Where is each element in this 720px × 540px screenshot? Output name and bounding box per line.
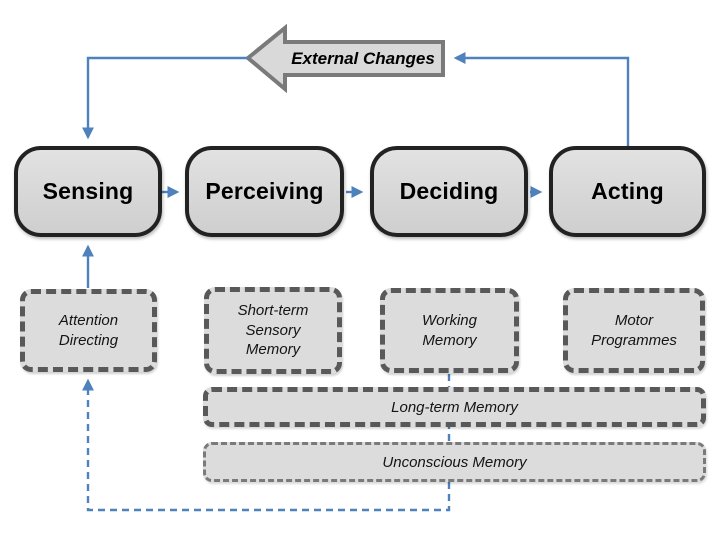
memory-long-term-label: Long-term Memory — [391, 398, 518, 416]
connector-acting-to-external — [453, 52, 630, 146]
connector-external-to-sensing — [82, 56, 248, 140]
resource-short-term-sensory-memory: Short-term Sensory Memory — [204, 287, 342, 374]
stage-perceiving: Perceiving — [185, 146, 344, 237]
memory-unconscious: Unconscious Memory — [203, 442, 706, 482]
memory-long-term: Long-term Memory — [203, 387, 706, 427]
external-changes-label: External Changes — [291, 48, 435, 68]
stage-sensing-label: Sensing — [42, 178, 134, 204]
stage-deciding-label: Deciding — [399, 178, 499, 204]
resource-working-memory: Working Memory — [380, 288, 519, 373]
connector-memory-to-attention-dashed — [82, 374, 451, 512]
stage-acting-label: Acting — [591, 178, 664, 204]
stage-sensing: Sensing — [14, 146, 162, 237]
stage-acting: Acting — [549, 146, 706, 237]
resource-attention-directing: Attention Directing — [20, 289, 157, 372]
resource-working-memory-label: Working Memory — [421, 311, 477, 349]
memory-unconscious-label: Unconscious Memory — [382, 453, 527, 471]
stage-deciding: Deciding — [370, 146, 528, 237]
resource-attention-directing-label: Attention Directing — [58, 311, 119, 349]
stage-perceiving-label: Perceiving — [205, 178, 324, 204]
external-changes-block-arrow — [244, 23, 445, 94]
resource-motor-programmes: Motor Programmes — [563, 288, 705, 373]
resource-short-term-sensory-memory-label: Short-term Sensory Memory — [237, 301, 309, 359]
resource-motor-programmes-label: Motor Programmes — [591, 311, 677, 349]
